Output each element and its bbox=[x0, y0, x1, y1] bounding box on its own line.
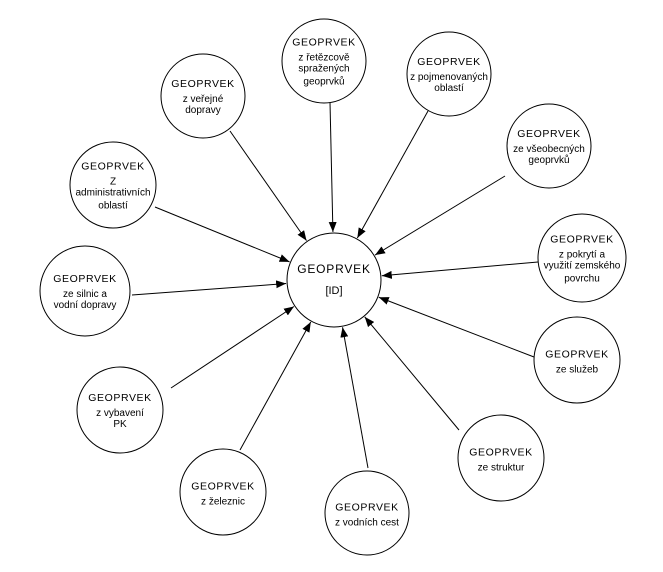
node-label-line: administrativních bbox=[75, 188, 150, 199]
node-title: GEOPRVEK bbox=[171, 78, 235, 90]
node-title: GEOPRVEK bbox=[517, 128, 581, 140]
node-circle bbox=[457, 414, 545, 502]
edge-arrow-zelenic bbox=[239, 321, 312, 451]
node-label-line: Z bbox=[110, 177, 116, 188]
node-label-line: geoprvků bbox=[303, 76, 344, 88]
node-label-line: z řetězcově bbox=[298, 53, 350, 64]
node-sluzeb: GEOPRVEK ze služeb bbox=[533, 316, 621, 404]
node-struktur: GEOPRVEK ze struktur bbox=[457, 414, 545, 502]
node-label-line: z pojmenovaných bbox=[410, 72, 488, 83]
edges-layer bbox=[131, 101, 539, 469]
edge-arrow-sluzeb bbox=[378, 296, 535, 358]
node-title: GEOPRVEK bbox=[88, 392, 152, 404]
center-node: GEOPRVEK [ID] bbox=[286, 232, 382, 328]
node-label-line: ze silnic a bbox=[63, 289, 107, 300]
node-circle bbox=[160, 53, 246, 139]
node-circle bbox=[537, 213, 627, 303]
node-label-line: povrchu bbox=[564, 274, 600, 285]
edge-arrow-pokryti-povrchu bbox=[381, 261, 539, 279]
node-label-line: z pokrytí a bbox=[559, 250, 606, 261]
node-label-line: oblastí bbox=[98, 201, 128, 212]
node-label-line: spražených bbox=[298, 64, 349, 75]
node-zelenic: GEOPRVEK z železnic bbox=[179, 448, 267, 536]
edge-arrow-vodnich-cest bbox=[340, 327, 369, 469]
edge-arrow-retezcove-sprazenych bbox=[328, 101, 337, 233]
node-vodnich-cest: GEOPRVEK z vodních cest bbox=[324, 470, 410, 556]
node-circle bbox=[533, 316, 621, 404]
center-node-title: GEOPRVEK bbox=[297, 262, 371, 276]
node-circle bbox=[281, 18, 367, 104]
node-circle bbox=[39, 245, 131, 337]
edge-arrow-administrativnich-oblasti bbox=[154, 206, 290, 263]
node-title: GEOPRVEK bbox=[292, 37, 356, 49]
node-label-line: z železnic bbox=[201, 497, 245, 508]
center-node-circle bbox=[286, 232, 382, 328]
node-label-line: využití zemského bbox=[544, 261, 621, 272]
node-label-line: z vodních cest bbox=[335, 518, 399, 529]
node-circle bbox=[406, 31, 492, 117]
node-title: GEOPRVEK bbox=[417, 56, 481, 68]
node-label-line: ze struktur bbox=[478, 463, 525, 474]
node-label-line: oblastí bbox=[434, 83, 464, 94]
node-title: GEOPRVEK bbox=[550, 234, 614, 246]
node-title: GEOPRVEK bbox=[335, 502, 399, 514]
node-label-line: ze služeb bbox=[556, 365, 599, 376]
node-label-line: dopravy bbox=[185, 105, 221, 116]
node-label-line: z vybavení bbox=[96, 408, 144, 419]
node-circle bbox=[76, 366, 164, 454]
node-title: GEOPRVEK bbox=[469, 447, 533, 459]
edge-arrow-silnic-vodni-dopravy bbox=[131, 280, 287, 296]
node-label-line: vodní dopravy bbox=[54, 300, 117, 311]
node-label-line: geoprvků bbox=[528, 154, 569, 166]
edge-arrow-struktur bbox=[364, 316, 460, 431]
node-circle bbox=[179, 448, 267, 536]
node-title: GEOPRVEK bbox=[53, 273, 117, 285]
node-title: GEOPRVEK bbox=[191, 481, 255, 493]
node-title: GEOPRVEK bbox=[545, 349, 609, 361]
center-node-id: [ID] bbox=[325, 285, 342, 297]
edge-arrow-vybaveni-pk bbox=[170, 306, 295, 389]
node-circle bbox=[506, 103, 592, 189]
edge-arrow-pojmenovanych-oblasti bbox=[356, 110, 429, 239]
node-title: GEOPRVEK bbox=[81, 161, 145, 173]
node-circle bbox=[324, 470, 410, 556]
edge-arrow-vseobecnych-geoprvku bbox=[374, 175, 506, 256]
node-circle bbox=[69, 141, 157, 229]
node-label-line: PK bbox=[113, 419, 127, 430]
node-label-line: z veřejné bbox=[183, 94, 224, 105]
edge-arrow-verejne-dopravy bbox=[229, 130, 307, 241]
node-label-line: ze všeobecných bbox=[513, 144, 585, 155]
